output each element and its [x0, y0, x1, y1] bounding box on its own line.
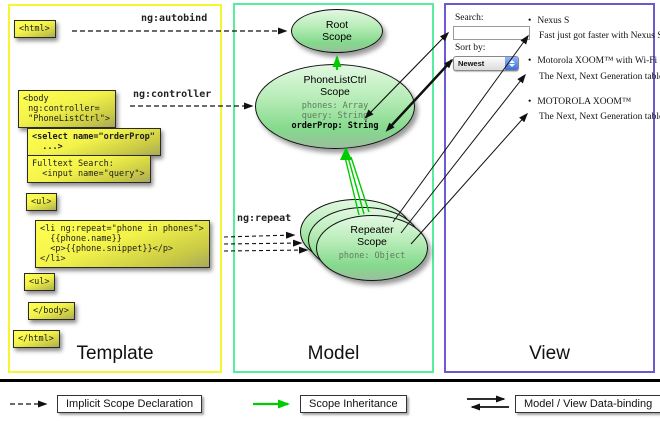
code-ul-open: <ul> [26, 193, 58, 212]
sort-dropdown-value: Newest [458, 59, 485, 68]
bullet-icon: • [528, 97, 532, 107]
code-body-close: </body> [28, 302, 75, 321]
template-column: Template [8, 4, 222, 373]
view-column-label: View [529, 343, 570, 364]
search-label: Search: [455, 13, 484, 23]
bullet-icon: • [528, 16, 532, 26]
dropdown-stepper-icon [505, 57, 518, 70]
phone-item-name: •Nexus S [528, 16, 570, 26]
code-html-close: </html> [13, 330, 60, 349]
phonelistctrl-scope-title: PhoneListCtrl Scope [303, 74, 367, 99]
legend-model-view-binding: Model / View Data-binding [515, 395, 660, 413]
model-column-label: Model [307, 343, 360, 364]
label-ng-repeat: ng:repeat [237, 213, 292, 224]
prop-orderprop: orderProp: String [291, 121, 379, 132]
code-body-open: <body ng:controller= "PhoneListCtrl"> [18, 90, 116, 129]
phone-item-name: •Motorola XOOM™ with Wi-Fi [528, 56, 658, 66]
prop-phone: phone: Object [338, 250, 406, 261]
model-column: Model [233, 3, 434, 373]
code-html-open: <html> [14, 20, 56, 39]
prop-query: query: String [301, 110, 369, 121]
legend-implicit-scope: Implicit Scope Declaration [57, 395, 203, 413]
code-fulltext-search: Fulltext Search: <input name="query"> [27, 155, 151, 184]
phone-item-name: •MOTOROLA XOOM™ [528, 97, 632, 107]
phonelistctrl-scope-props: phones: Array query: String orderProp: S… [256, 101, 414, 132]
search-input[interactable] [453, 26, 530, 40]
legend-scope-inheritance: Scope Inheritance [300, 395, 407, 413]
repeater-scope-props: phone: Object [317, 251, 427, 261]
phone-item-desc: The Next, Next Generation tablet. [539, 72, 660, 82]
label-ng-controller: ng:controller [133, 89, 212, 100]
root-scope-ellipse: Root Scope [291, 9, 383, 53]
label-ng-autobind: ng:autobind [141, 13, 208, 24]
repeater-scope-ellipse: Repeater Scope phone: Object [316, 215, 428, 281]
sort-dropdown[interactable]: Newest [453, 56, 519, 71]
root-scope-title: Root Scope [322, 18, 352, 43]
repeater-scope-title: Repeater Scope [350, 224, 394, 249]
phone-item-desc: The Next, Next Generation tablet. [539, 112, 660, 122]
sort-by-label: Sort by: [455, 43, 486, 53]
code-li-repeat: <li ng:repeat="phone in phones"> {{phone… [35, 220, 210, 269]
code-select: <select name="orderProp" ...> [27, 128, 161, 157]
phone-item-desc: Fast just got faster with Nexus S. [539, 31, 660, 41]
legend-divider [0, 379, 660, 382]
bullet-icon: • [528, 56, 532, 66]
phonelistctrl-scope-ellipse: PhoneListCtrl Scope phones: Array query:… [255, 64, 415, 149]
template-column-label: Template [76, 343, 154, 364]
code-ul-close: <ul> [24, 273, 56, 292]
prop-phones: phones: Array [301, 100, 369, 111]
